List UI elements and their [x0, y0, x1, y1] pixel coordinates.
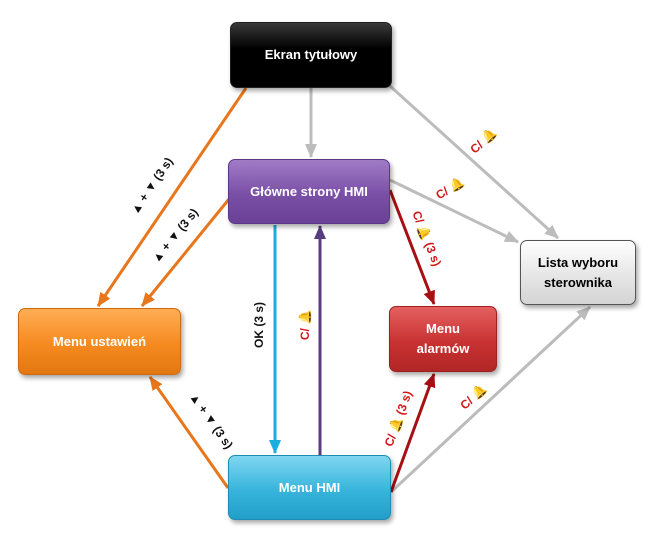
edge-main-to-settings: [140, 187, 240, 307]
label-main-to-hmi: OK (3 s): [252, 302, 266, 348]
label-hmi-to-plc: C/ 🔔: [457, 382, 489, 413]
node-alarm-menu-line2: alarmów: [416, 341, 470, 356]
edge-main-to-plc: [389, 178, 519, 244]
label-main-to-alarms: C/ 🔔 (3 s): [409, 209, 444, 268]
node-settings-menu-label: Menu ustawień: [52, 333, 147, 349]
label-main-to-settings: ▲ + ▼ (3 s): [149, 206, 201, 266]
node-alarm-menu-line1: Menu: [426, 321, 460, 336]
node-title-screen-label: Ekran tytułowy: [264, 47, 358, 62]
edge-hmi-to-plc: [389, 305, 592, 494]
label-title-to-plc: C/ 🔔: [467, 126, 499, 157]
node-alarm-menu: Menu alarmów: [389, 306, 497, 372]
node-hmi-menu: Menu HMI: [228, 455, 391, 520]
edge-title-to-settings: [96, 87, 248, 307]
edge-hmi-to-settings: [148, 376, 230, 489]
edge-title-to-plc: [388, 84, 560, 240]
label-title-to-settings: ▲ + ▼ (3 s): [128, 155, 176, 217]
node-main-pages: Główne strony HMI: [228, 159, 390, 224]
label-main-to-plc: C/ 🔔: [433, 175, 466, 202]
node-main-pages-label: Główne strony HMI: [250, 183, 368, 199]
node-title-screen: Ekran tytułowy: [230, 22, 392, 88]
edge-main-to-alarms: [388, 189, 436, 305]
node-plc-list-line1: Lista wyboru: [537, 254, 619, 270]
edge-hmi-to-alarms: [389, 373, 436, 493]
node-hmi-menu-label: Menu HMI: [278, 479, 341, 495]
label-hmi-to-main: C/ 🔔: [298, 310, 312, 340]
node-plc-list: Lista wyboru sterownika: [520, 240, 636, 305]
node-plc-list-line2: sterownika: [544, 274, 612, 290]
node-settings-menu: Menu ustawień: [18, 308, 181, 375]
